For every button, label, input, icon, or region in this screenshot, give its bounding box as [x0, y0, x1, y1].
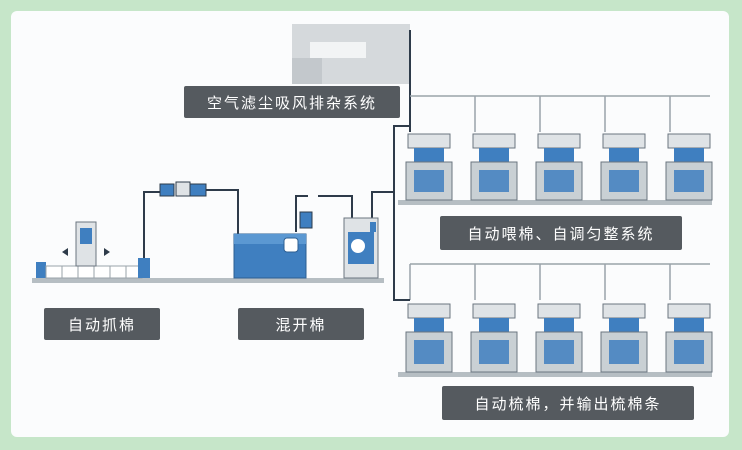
carding-row-bottom: [398, 303, 713, 377]
carding-machine: [665, 133, 713, 201]
fine-opener-machine: [343, 217, 379, 279]
label-auto-carding-output: 自动梳棉，并输出梳棉条: [442, 386, 694, 420]
floor-line: [32, 278, 384, 283]
conveying-pipe: [143, 125, 410, 301]
bale-plucker-machine: [36, 221, 150, 279]
label-mixing-opening: 混开棉: [238, 308, 364, 340]
carding-machine: [470, 133, 518, 201]
carding-machine: [535, 133, 583, 201]
overhead-duct-grid: [409, 95, 710, 300]
carding-machine: [600, 303, 648, 373]
condenser-unit: [159, 181, 313, 229]
mixing-opener-machine: [233, 233, 307, 279]
carding-machine: [665, 303, 713, 373]
carding-machine: [600, 133, 648, 201]
carding-machine: [405, 303, 453, 373]
carding-machine: [405, 133, 453, 201]
label-auto-bale-plucking: 自动抓棉: [44, 308, 160, 340]
carding-row-top: [398, 133, 713, 205]
carding-machine: [470, 303, 518, 373]
air-filter-unit: [292, 24, 411, 132]
label-air-filter-system: 空气滤尘吸风排杂系统: [184, 86, 400, 118]
label-auto-feeding-leveling: 自动喂棉、自调匀整系统: [440, 216, 682, 250]
carding-machine: [535, 303, 583, 373]
